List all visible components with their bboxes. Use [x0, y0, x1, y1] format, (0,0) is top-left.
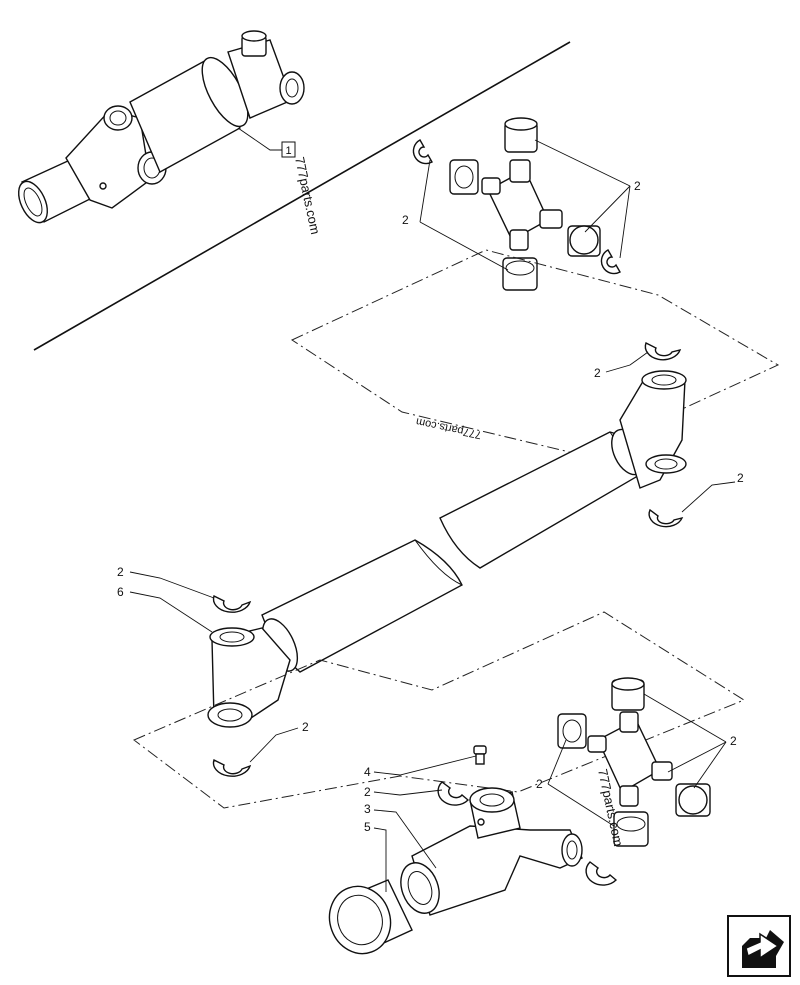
next-page-arrow-icon[interactable]: [727, 915, 791, 977]
callout-2-bottom-joint-right: 2: [730, 734, 737, 748]
universal-joint-top: [412, 117, 621, 291]
yoke-right-leader-top: [605, 351, 649, 373]
bottom-joint-leader-e: [693, 741, 727, 789]
top-left-leader-b: [419, 221, 509, 271]
callout-2-top-right: 2: [634, 179, 641, 193]
yoke-left-leader-bottom: [249, 727, 299, 763]
yoke-left-leader-2: [129, 571, 215, 599]
top-left-leader-a: [419, 159, 431, 223]
assembly-ref-box: [281, 141, 296, 158]
assembly-plane-lower: [133, 611, 746, 809]
universal-joint-bottom: [557, 677, 711, 847]
driveshaft-tube: [261, 428, 649, 673]
top-right-leader-a: [534, 139, 631, 187]
slip-yoke-assembly: [328, 745, 618, 955]
callout-1: 1: [285, 145, 291, 157]
yoke-right-leader-bottom: [681, 481, 736, 513]
callout-5: 5: [364, 820, 371, 834]
callout-2-yoke-right-top: 2: [594, 366, 601, 380]
callout-2-bottom-joint-left: 2: [536, 777, 543, 791]
top-right-leader-c: [619, 185, 631, 259]
leader-3: [373, 809, 437, 869]
bottom-joint-leader-c: [643, 693, 727, 743]
top-right-leader-b: [584, 185, 631, 233]
bottom-joint-leader-d: [667, 741, 727, 773]
bottom-joint-leader-a: [547, 739, 567, 785]
callout-1-leader: [237, 127, 282, 151]
bottom-joint-leader-b: [547, 783, 615, 827]
yoke-left: [207, 595, 291, 777]
callout-6: 6: [117, 585, 124, 599]
driveshaft-assembly-thumbnail: [17, 30, 305, 224]
leader-4: [373, 755, 477, 776]
callout-3: 3: [364, 802, 371, 816]
callout-2-yoke-left-top: 2: [117, 565, 124, 579]
watermark-top: 777parts.com: [292, 156, 323, 236]
callout-2-top-left: 2: [402, 213, 409, 227]
watermark-middle: 777parts.com: [415, 415, 483, 441]
callout-2-yoke-left-bottom: 2: [302, 720, 309, 734]
leader-5: [373, 827, 387, 892]
callout-2-yoke-right-bottom: 2: [737, 471, 744, 485]
yoke-left-leader-6: [129, 591, 213, 633]
leader-2-fitting-ring: [373, 789, 443, 796]
callout-2-slip-ring: 2: [364, 785, 371, 799]
callout-4: 4: [364, 765, 371, 779]
section-divider-line: [33, 41, 571, 351]
yoke-right: [619, 342, 687, 528]
assembly-plane-upper: [290, 249, 780, 456]
